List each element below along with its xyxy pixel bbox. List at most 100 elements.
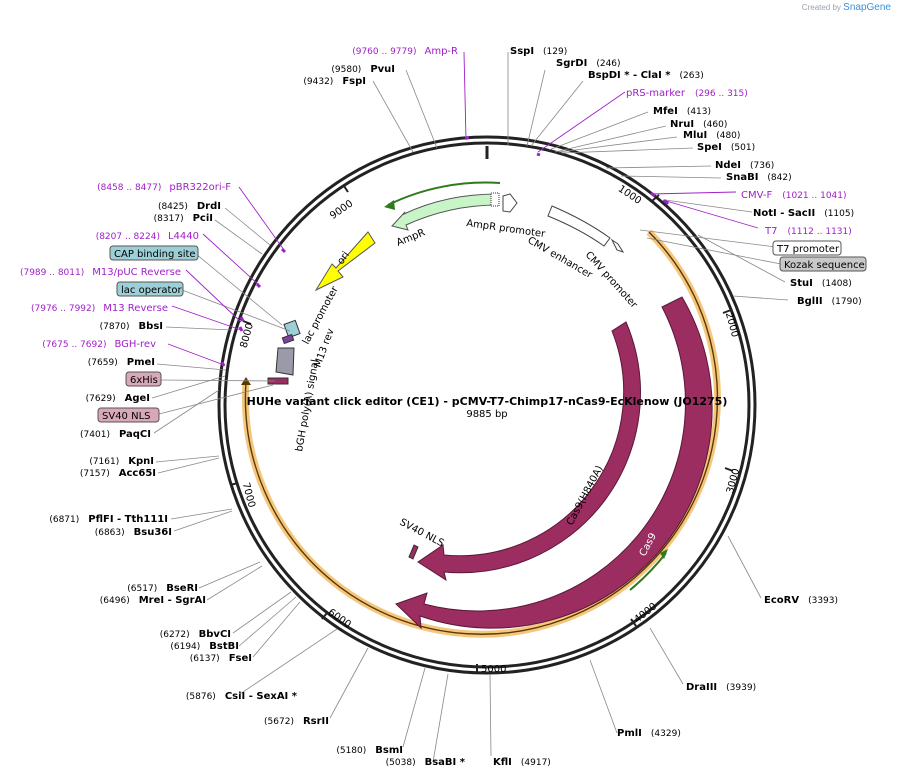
site-label: NruI(460) — [670, 119, 727, 130]
backbone-inner — [223, 141, 751, 669]
plasmid-length: 9885 bp — [466, 409, 507, 420]
kozak-box — [779, 256, 867, 272]
sv40-inner-label: SV40 NLS — [398, 517, 446, 549]
site-label: NotI - SacII(1105) — [753, 208, 854, 219]
ampr-primer-arrowhead — [384, 200, 395, 210]
site-label: BspDI * - ClaI *(263) — [588, 70, 704, 81]
tick-1000: 1000 — [616, 184, 643, 207]
tick-9000: 9000 — [328, 198, 355, 222]
site-label: SnaBI(842) — [726, 172, 792, 183]
cmv-enhancer-feature — [547, 205, 611, 247]
ampr-primer-arc — [387, 181, 501, 206]
sites-right: SspI(129) SgrDI(246) BspDI * - ClaI *(26… — [493, 46, 862, 768]
primer-label: (8458 .. 8477)pBR322ori-F — [97, 182, 231, 193]
tick-2000: 2000 — [723, 311, 740, 338]
site-label: (5180)BsmI — [336, 745, 403, 756]
primer-label: CMV-F(1021 .. 1041) — [741, 190, 847, 201]
site-label: PmlI(4329) — [617, 728, 681, 739]
t7-promoter-label: T7 promoter — [776, 244, 840, 255]
his-label: 6xHis — [130, 375, 158, 386]
plasmid-title: HUHe variant click editor (CE1) - pCMV-T… — [247, 395, 728, 408]
lac-promoter-label: lac promoter — [301, 284, 341, 346]
ampr-hatch — [490, 192, 500, 207]
site-label: (6137)FseI — [190, 653, 252, 664]
primer-label: (7976 .. 7992)M13 Reverse — [31, 303, 168, 314]
primer-label: (7675 .. 7692)BGH-rev — [42, 339, 156, 350]
site-label: (6517)BseRI — [127, 583, 198, 594]
site-label: (7401)PaqCI — [80, 429, 151, 440]
site-label: MfeI(413) — [653, 106, 711, 117]
cap-box — [109, 245, 199, 261]
site-label: (7870)BbsI — [100, 321, 163, 332]
m13-rev-feature — [281, 333, 295, 345]
bgh-feature — [275, 347, 295, 376]
site-label: (6496)MreI - SgrAI — [100, 595, 206, 606]
site-label: KflI(4917) — [493, 757, 551, 768]
site-label: SspI(129) — [510, 46, 567, 57]
t7-promoter-box — [772, 240, 842, 256]
cas9-h840a-feature — [417, 321, 641, 582]
site-label: NdeI(736) — [715, 160, 774, 171]
site-label: StuI(1408) — [790, 278, 852, 289]
cas9-feature — [395, 296, 713, 630]
lac-operator-label: lac operator — [121, 285, 182, 296]
site-label: (7161)KpnI — [89, 456, 154, 467]
site-label: (5672)RsrII — [264, 716, 329, 727]
site-label: (6272)BbvCI — [160, 629, 231, 640]
credit-prefix: Created by — [801, 3, 841, 12]
primer-label: (7989 .. 8011)M13/pUC Reverse — [20, 267, 181, 278]
site-label: (8317)PciI — [154, 213, 213, 224]
site-label: SgrDI(246) — [556, 58, 621, 69]
snapgene-logo: SnapGene — [843, 2, 891, 13]
primer-label: (9760 .. 9779)Amp-R — [352, 46, 458, 57]
site-label: EcoRV(3393) — [764, 595, 838, 606]
boxed-labels: T7 promoter Kozak sequence CAP binding s… — [97, 240, 867, 423]
site-label: (7659)PmeI — [88, 357, 155, 368]
backbone-outer — [217, 135, 757, 675]
site-label: (6863)Bsu36I — [95, 527, 172, 538]
site-label: SpeI(501) — [697, 142, 755, 153]
site-label: MluI(480) — [683, 130, 740, 141]
primer-marks — [220, 136, 670, 367]
primer-leader-lines — [167, 51, 759, 366]
site-label: (9580)PvuI — [331, 64, 395, 75]
sv40-box — [97, 407, 160, 423]
box-leader-lines — [158, 229, 782, 415]
sites-left: (9580)PvuI (9432)FspI (8425)DrdI (8317)P… — [49, 64, 465, 768]
site-label: (6871)PflFI - Tth111I — [49, 514, 168, 525]
site-label: BglII(1790) — [797, 296, 862, 307]
primer-labels: (9760 .. 9779)Amp-R pRS-marker(296 .. 31… — [20, 46, 852, 350]
leader-lines — [151, 52, 789, 763]
ampr-label: AmpR — [395, 227, 427, 248]
ori-feature — [314, 231, 376, 292]
sv40-label: SV40 NLS — [102, 411, 151, 422]
site-label: (9432)FspI — [303, 76, 366, 87]
orf-arc-core — [244, 231, 719, 635]
cap-label: CAP binding site — [114, 249, 196, 260]
tick-marks — [229, 185, 734, 672]
lac-operator-box — [116, 281, 184, 297]
primer-label: pRS-marker(296 .. 315) — [626, 88, 748, 99]
site-label: (5876)CsiI - SexAI * — [186, 691, 298, 702]
primer-label: T7(1112 .. 1131) — [764, 226, 852, 237]
cmv-promoter-feature — [610, 238, 625, 253]
site-label: (7629)AgeI — [86, 393, 150, 404]
lac-operator-feature — [283, 319, 301, 339]
site-label: (6194)BstBI — [170, 641, 239, 652]
his-box — [125, 371, 162, 387]
site-label: DraIII(3939) — [686, 682, 756, 693]
primer-label: (8207 .. 8224)L4440 — [96, 231, 199, 242]
cas9-primer-arrowhead — [660, 549, 668, 559]
kozak-label: Kozak sequence — [784, 260, 865, 271]
ampr-promoter-feature — [502, 193, 518, 213]
site-label: (5038)BsaBI * — [386, 757, 466, 768]
tick-8000: 8000 — [239, 322, 256, 349]
tick-5000: 5000 — [481, 664, 506, 675]
sv40-inner-feature — [408, 544, 419, 560]
cmv-promoter-label: CMV promoter — [583, 250, 640, 312]
site-label: (7157)Acc65I — [80, 468, 156, 479]
cas9-mut-marker — [565, 539, 575, 549]
site-label: (8425)DrdI — [158, 201, 221, 212]
credit: Created by SnapGene — [802, 2, 891, 13]
